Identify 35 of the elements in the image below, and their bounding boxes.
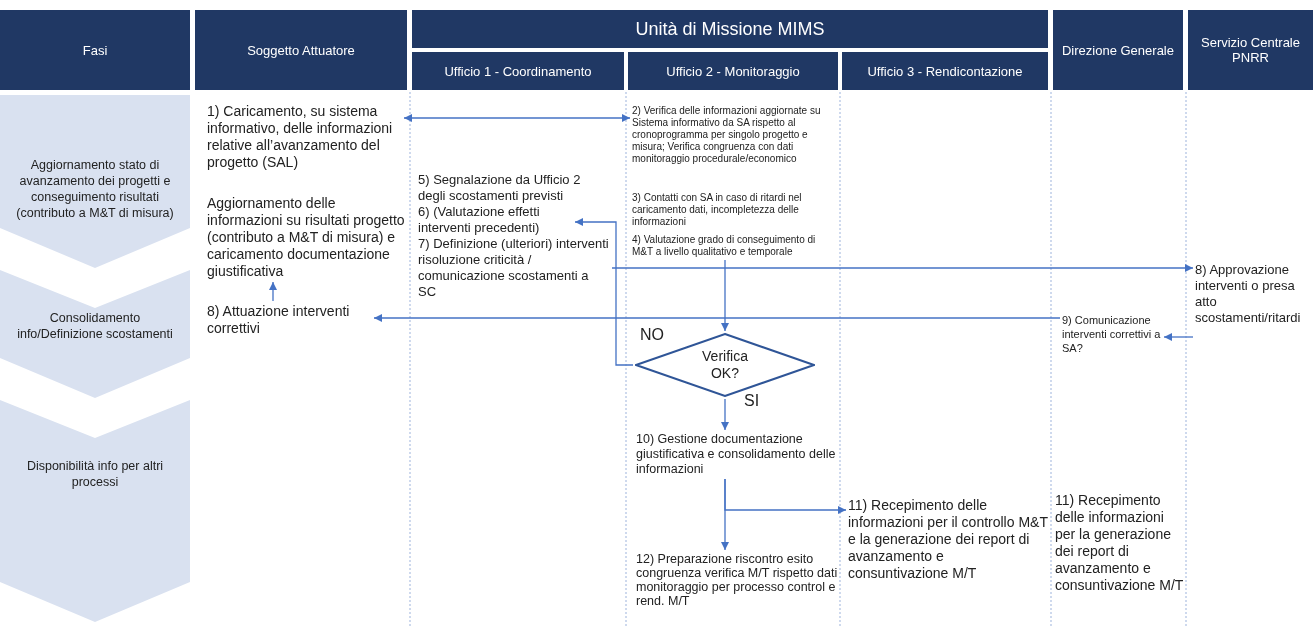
step-text: 12) Preparazione riscontro esito congruenza verifica M/T rispetto dati monitoraggio per processo control e rend. M/T	[636, 552, 841, 608]
step-text: 2) Verifica delle informazioni aggiornate su Sistema informativo da SA rispetto al cronoprogramma per singolo progetto e misura; Verifica congruenza con dati monitoraggio procedurale/economico	[632, 105, 838, 165]
phase-band: Consolidamento info/Definizione scostamenti	[0, 270, 190, 398]
arrow	[611, 264, 1194, 272]
arrow	[269, 281, 277, 302]
step-text: 8) Approvazione interventi o presa atto scostamenti/ritardi	[1195, 262, 1313, 326]
phase-band: Disponibilità info per altri processi	[0, 400, 190, 622]
arrow	[373, 314, 1061, 322]
lane-header: Servizio Centrale PNRR	[1188, 10, 1313, 90]
arrow	[721, 259, 729, 332]
step-text: 5) Segnalazione da Ufficio 2 degli scostamenti previsti	[418, 172, 608, 204]
lane-header: Direzione Generale	[1053, 10, 1183, 90]
arrow	[574, 218, 634, 366]
step-text: 11) Recepimento delle informazioni per la generazione dei report di avanzamento e consuntivazione M/T	[1055, 492, 1185, 594]
phase-band: Aggiornamento stato di avanzamento dei progetti e conseguimento risultati (contributo a M&T di misura)	[0, 95, 190, 268]
arrow	[721, 398, 729, 431]
step-text: 6) (Valutazione effetti interventi precedenti)	[418, 204, 573, 236]
step-text: 1) Caricamento, su sistema informativo, delle informazioni relative all’avanzamento del progetto (SAL)	[207, 103, 402, 171]
step-text: 11) Recepimento delle informazioni per il controllo M&T e la generazione dei report di avanzamento e consuntivazione M/T	[848, 497, 1048, 582]
step-text: 9) Comunicazione interventi correttivi a SA?	[1062, 313, 1162, 355]
step-text: Aggiornamento delle informazioni su risultati progetto (contributo a M&T di misura) e caricamento documentazione giustificativa	[207, 195, 407, 280]
lane-header: Ufficio 3 - Rendicontazione	[842, 52, 1048, 90]
step-text: 3) Contatti con SA in caso di ritardi nel caricamento dati, incompletezza delle informazioni	[632, 192, 838, 228]
step-text: 4) Valutazione grado di conseguimento di M&T a livello qualitativo e temporale	[632, 234, 838, 258]
lane-header: Fasi	[0, 10, 190, 90]
step-text: 8) Attuazione interventi correttivi	[207, 303, 372, 337]
step-text: 7) Definizione (ulteriori) interventi risoluzione criticità / comunicazione scostamenti a SC	[418, 236, 610, 300]
lane-header: Soggetto Attuatore	[195, 10, 407, 90]
lane-header: Unità di Missione MIMS	[412, 10, 1048, 48]
arrow	[403, 114, 631, 122]
arrow	[721, 478, 729, 551]
lane-header: Ufficio 1 - Coordinamento	[412, 52, 624, 90]
arrow	[1163, 333, 1194, 341]
lane-header: Ufficio 2 - Monitoraggio	[628, 52, 838, 90]
step-text: 10) Gestione documentazione giustificativa e consolidamento delle informazioni	[636, 432, 841, 477]
